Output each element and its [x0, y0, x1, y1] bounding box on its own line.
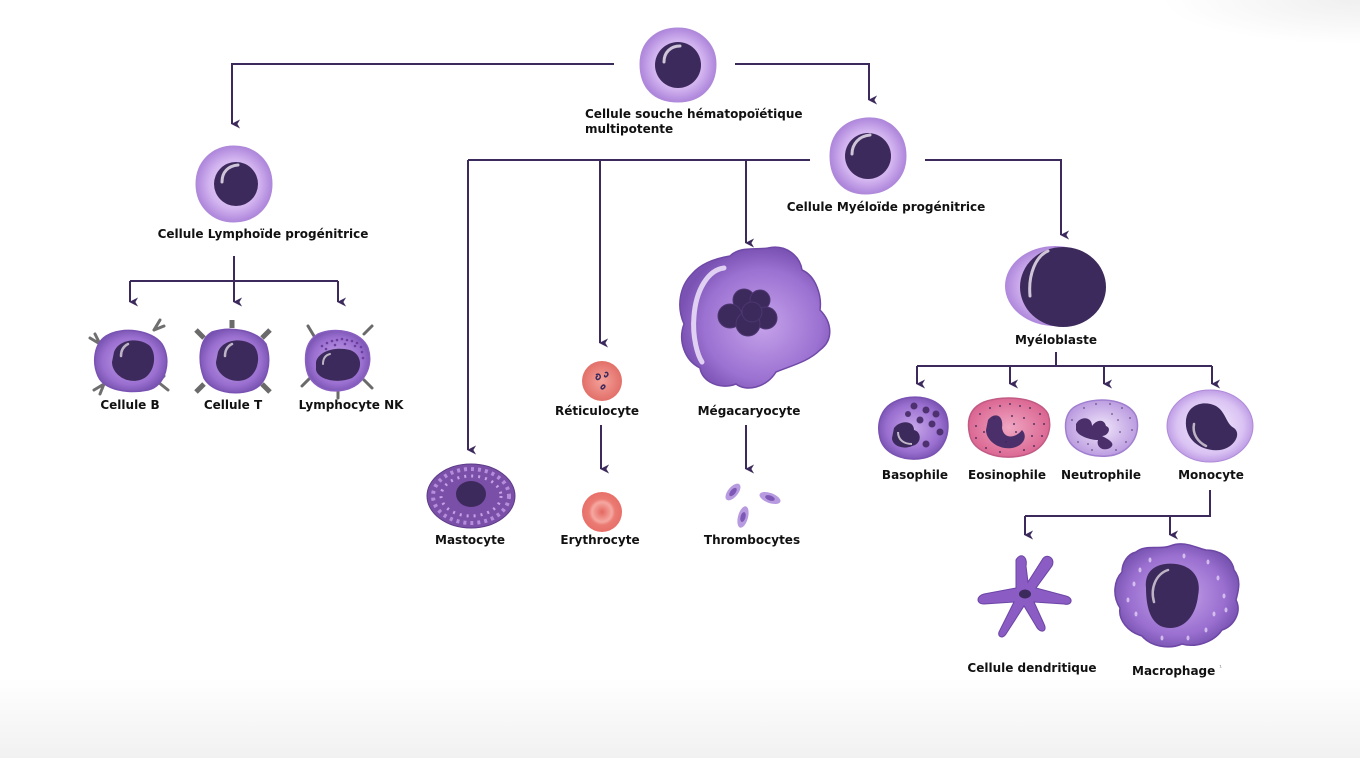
macrophage-footnote-mark: ¹ — [1219, 664, 1223, 672]
mast-cell-label: Mastocyte — [435, 533, 505, 547]
background-corner-shade — [1160, 0, 1360, 45]
erythrocyte-icon — [582, 492, 622, 532]
reticulocyte-label: Réticulocyte — [554, 404, 640, 418]
b-cell-label: Cellule B — [100, 398, 160, 412]
t-cell-icon — [194, 320, 272, 394]
lymphoid-progenitor-icon — [195, 145, 273, 223]
dendritic-cell-label: Cellule dendritique — [967, 661, 1097, 675]
basophil-icon — [878, 396, 949, 460]
monocyte-icon — [1166, 389, 1254, 463]
nk-cell-icon — [300, 324, 374, 400]
myeloblast-label: Myéloblaste — [1014, 333, 1098, 347]
background-gradient — [0, 678, 1360, 758]
myeloblast-icon — [1005, 246, 1106, 327]
myeloid-progenitor-label: Cellule Myéloïde progénitrice — [786, 200, 986, 214]
stem-cell-label-line1: Cellule souche hématopoïétique — [585, 107, 803, 121]
eosinophil-icon — [967, 397, 1051, 458]
b-cell-icon — [88, 318, 170, 396]
edge-myeloid-to-myeloblast — [925, 159, 1070, 240]
stem-cell-icon — [639, 27, 717, 103]
neutrophil-label: Neutrophile — [1060, 468, 1142, 482]
macrophage-label-text: Macrophage — [1132, 664, 1216, 678]
stem-cell-label-line2: multipotente — [585, 122, 674, 136]
thrombocytes-label: Thrombocytes — [703, 533, 801, 547]
erythrocyte-label: Erythrocyte — [560, 533, 640, 547]
megakaryocyte-icon — [679, 246, 831, 389]
neutrophil-icon — [1064, 399, 1139, 457]
t-cell-label: Cellule T — [203, 398, 263, 412]
nk-cell-label: Lymphocyte NK — [298, 398, 404, 412]
lymphoid-progenitor-label: Cellule Lymphoïde progénitrice — [157, 227, 369, 241]
dendritic-cell-icon — [977, 555, 1072, 638]
thrombocytes-icon — [725, 483, 781, 528]
edge-stem-to-lymphoid — [231, 63, 614, 129]
edge-monocyte-trunk — [1025, 490, 1211, 517]
basophil-label: Basophile — [881, 468, 949, 482]
myeloid-progenitor-icon — [829, 117, 907, 195]
megakaryocyte-label: Mégacaryocyte — [697, 404, 801, 418]
edge-stem-to-myeloid — [735, 63, 878, 105]
macrophage-icon — [1114, 543, 1240, 648]
reticulocyte-icon — [582, 361, 622, 401]
connectors — [129, 63, 1221, 540]
stem-cell-label: Cellule souche hématopoïétique multipote… — [585, 107, 803, 137]
eosinophil-label: Eosinophile — [968, 468, 1046, 482]
monocyte-label: Monocyte — [1178, 468, 1244, 482]
mast-cell-icon — [426, 463, 516, 529]
